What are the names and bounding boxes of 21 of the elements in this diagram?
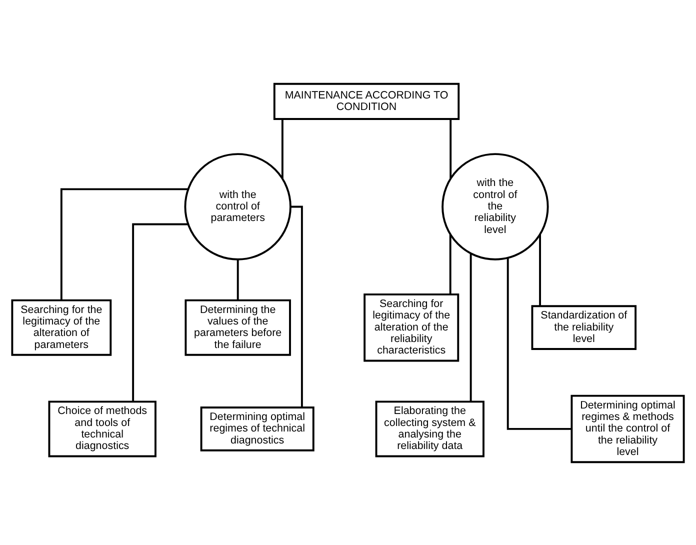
connector	[539, 234, 541, 306]
connector	[60, 188, 188, 300]
node-box: Elaborating the collecting system & analysing the reliability data	[375, 400, 484, 457]
node-box: Determining the values of the parameters before the failure	[184, 298, 291, 356]
connector	[290, 205, 303, 407]
connector	[132, 222, 188, 401]
node-box: Standardization of the reliability level	[531, 304, 637, 350]
connector	[449, 234, 452, 294]
node-box: Determining optimal regimes of technical diagnostics	[200, 406, 314, 451]
connector	[450, 118, 452, 178]
node-box: Searching for legitimacy of the alteration of the reliability characteristics	[364, 292, 460, 362]
connector	[470, 253, 472, 401]
node-box: Searching for the legitimacy of the alteration of parameters	[11, 298, 112, 356]
connector	[236, 258, 239, 300]
node-box: Determining optimal regimes & methods until the control of the reliability level	[570, 394, 685, 463]
node-box: Choice of methods and tools of technical diagnostics	[48, 400, 156, 457]
node-circle: with the control of the reliability level	[442, 152, 549, 260]
connector	[506, 257, 572, 430]
node-box: MAINTENANCE ACCORDING TO CONDITION	[273, 82, 460, 120]
node-circle: with the control of parameters	[184, 152, 292, 260]
connector	[281, 118, 284, 178]
